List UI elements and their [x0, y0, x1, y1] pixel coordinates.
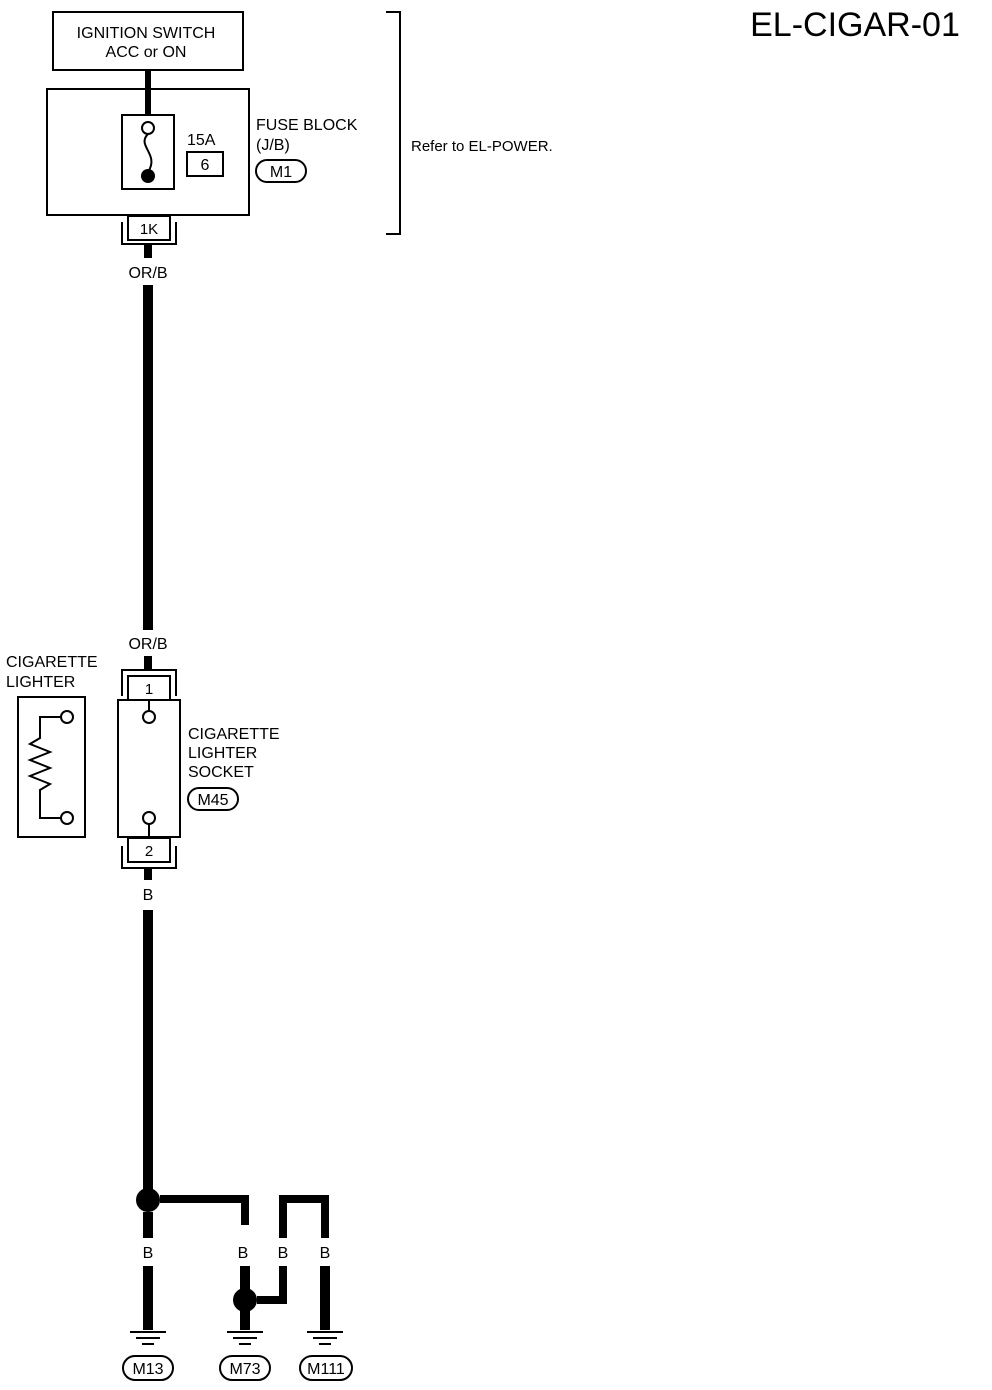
fuse-link-icon [143, 133, 153, 173]
splice-point-left [136, 1188, 160, 1212]
terminal-1k-label: 1K [140, 221, 158, 238]
reference-bracket [386, 11, 401, 235]
ground-middle-badge [219, 1355, 271, 1381]
ground-symbol-middle-icon [227, 1331, 263, 1345]
ground-right-badge [299, 1355, 353, 1381]
ground-middle-wire-label: B [238, 1245, 249, 1262]
cigarette-lighter-label-2: LIGHTER [6, 674, 75, 691]
fuse-rating: 15A [187, 132, 216, 149]
fuse-block-connector: M1 [270, 164, 292, 181]
wire-branch-to-m73 [160, 1195, 249, 1225]
wire-lower-label: B [143, 887, 154, 904]
fuse-number-box [186, 151, 224, 177]
socket-label-3: SOCKET [188, 764, 254, 781]
cigarette-lighter-box [17, 696, 86, 838]
socket-pin1-bracket [121, 669, 177, 696]
ignition-switch-mode: ACC or ON [106, 44, 187, 61]
socket-pin2-box [127, 837, 171, 863]
lighter-terminal-bottom-icon [60, 811, 74, 825]
terminal-1k-box [127, 215, 171, 241]
ground-jumper-wire-label: B [278, 1245, 289, 1262]
socket-terminal-bottom-icon [142, 811, 156, 825]
ground-symbol-left-icon [130, 1331, 166, 1345]
ground-left-connector: M13 [132, 1361, 163, 1378]
socket-pin2-label: 2 [145, 843, 153, 860]
splice-point-middle [233, 1288, 257, 1312]
socket-terminal-top-icon [142, 710, 156, 724]
page-id: EL-CIGAR-01 [750, 6, 960, 44]
lighter-terminal-top-icon [60, 710, 74, 724]
cigarette-lighter-label: CIGARETTE [6, 654, 98, 671]
ground-left-badge [122, 1355, 174, 1381]
ground-right-wire-label: B [320, 1245, 331, 1262]
socket-label-2: LIGHTER [188, 745, 257, 762]
ground-symbol-right-icon [307, 1331, 343, 1345]
ignition-switch: IGNITION SWITCH ACC or ON [52, 11, 244, 71]
wire-upper-top-label: OR/B [128, 265, 167, 282]
ground-left-wire-label: B [143, 1245, 154, 1262]
ignition-switch-label: IGNITION SWITCH [77, 25, 216, 42]
socket-label: CIGARETTE [188, 726, 280, 743]
fuse-block-connector-badge [255, 159, 307, 183]
cigarette-lighter: CIGARETTE LIGHTER [6, 654, 98, 838]
heating-element-resistor-icon [27, 716, 61, 819]
fuse-block-type: (J/B) [256, 137, 290, 154]
fuse-number: 6 [201, 157, 210, 174]
reference-note: Refer to EL-POWER. [411, 138, 553, 155]
wire-jumper-upper [279, 1195, 329, 1238]
wire-jumper-lower [257, 1266, 287, 1304]
fuse-terminal-filled-icon [141, 169, 155, 183]
fuse-block-label: FUSE BLOCK [256, 117, 358, 134]
lighter-socket: 1 2 CIGARETTE LIGHTER SOCKET M45 [117, 669, 280, 869]
socket-connector-badge [187, 787, 239, 811]
fuse-terminal-open-icon [141, 121, 155, 135]
fuse-block: 15A 6 FUSE BLOCK (J/B) M1 1K [46, 88, 358, 245]
socket-connector: M45 [197, 792, 228, 809]
socket-pin1-label: 1 [145, 681, 153, 698]
ground-right-connector: M111 [307, 1361, 345, 1378]
ground-middle-connector: M73 [229, 1361, 260, 1378]
wire-upper-bottom-label: OR/B [128, 636, 167, 653]
